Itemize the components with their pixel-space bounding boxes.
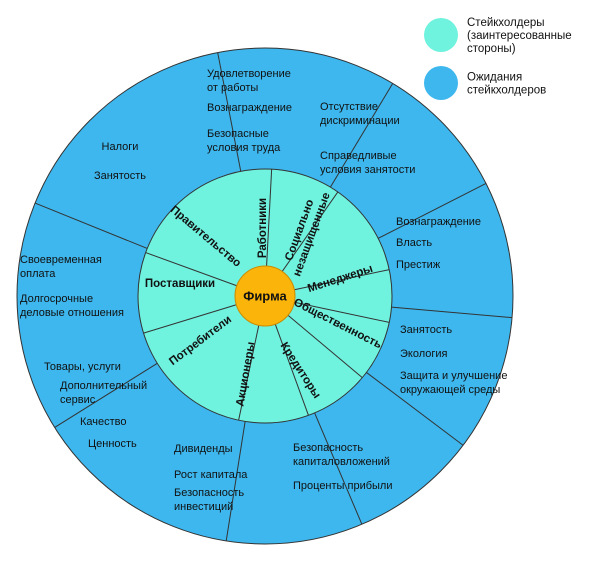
expectation-3-3: Престиж	[396, 259, 441, 271]
outer-sector-dividers	[34, 52, 513, 542]
outer-divider-4	[391, 306, 513, 319]
expectation-5-2: Проценты прибыли	[293, 480, 393, 492]
inner-divider-1	[266, 169, 273, 267]
stakeholder-label-1: Работники	[257, 198, 269, 258]
outer-divider-7	[225, 421, 246, 542]
expectation-6-2: Рост капитала	[174, 469, 248, 481]
center-firm-label: Фирма	[243, 289, 287, 304]
expectation-3-2: Власть	[396, 237, 432, 249]
expectation-7-1: Товары, услуги	[44, 361, 121, 373]
center-firm-circle	[234, 265, 296, 327]
inner-divider-8	[143, 304, 237, 334]
expectation-6-1: Дивиденды	[174, 443, 233, 455]
expectation-7-4: Ценность	[88, 438, 137, 450]
legend-swatch-2	[424, 66, 458, 100]
expectation-9-1: Налоги	[102, 141, 139, 153]
expectation-3-1: Вознаграждение	[396, 216, 481, 228]
outer-divider-6	[314, 412, 363, 525]
inner-divider-6	[274, 324, 309, 416]
expectation-4-2: Экология	[400, 348, 448, 360]
legend-swatch-1	[424, 18, 458, 52]
inner-divider-7	[238, 325, 260, 421]
inner-divider-5	[287, 314, 363, 379]
stakeholder-label-8: Поставщики	[145, 278, 215, 290]
inner-divider-3	[294, 269, 390, 291]
outer-divider-1	[217, 52, 242, 172]
outer-divider-9	[34, 202, 148, 249]
expectation-1-2: Вознаграждение	[207, 102, 292, 114]
outer-divider-8	[54, 362, 158, 428]
outer-divider-5	[366, 372, 464, 446]
inner-divider-9	[145, 252, 237, 287]
inner-sector-dividers	[143, 169, 390, 421]
outer-divider-3	[377, 182, 487, 239]
expectation-9-2: Занятость	[94, 170, 146, 182]
inner-divider-2	[281, 191, 339, 272]
expectation-4-1: Занятость	[400, 324, 452, 336]
inner-divider-4	[294, 301, 390, 323]
expectation-7-3: Качество	[80, 416, 127, 428]
outer-divider-2	[329, 83, 394, 188]
